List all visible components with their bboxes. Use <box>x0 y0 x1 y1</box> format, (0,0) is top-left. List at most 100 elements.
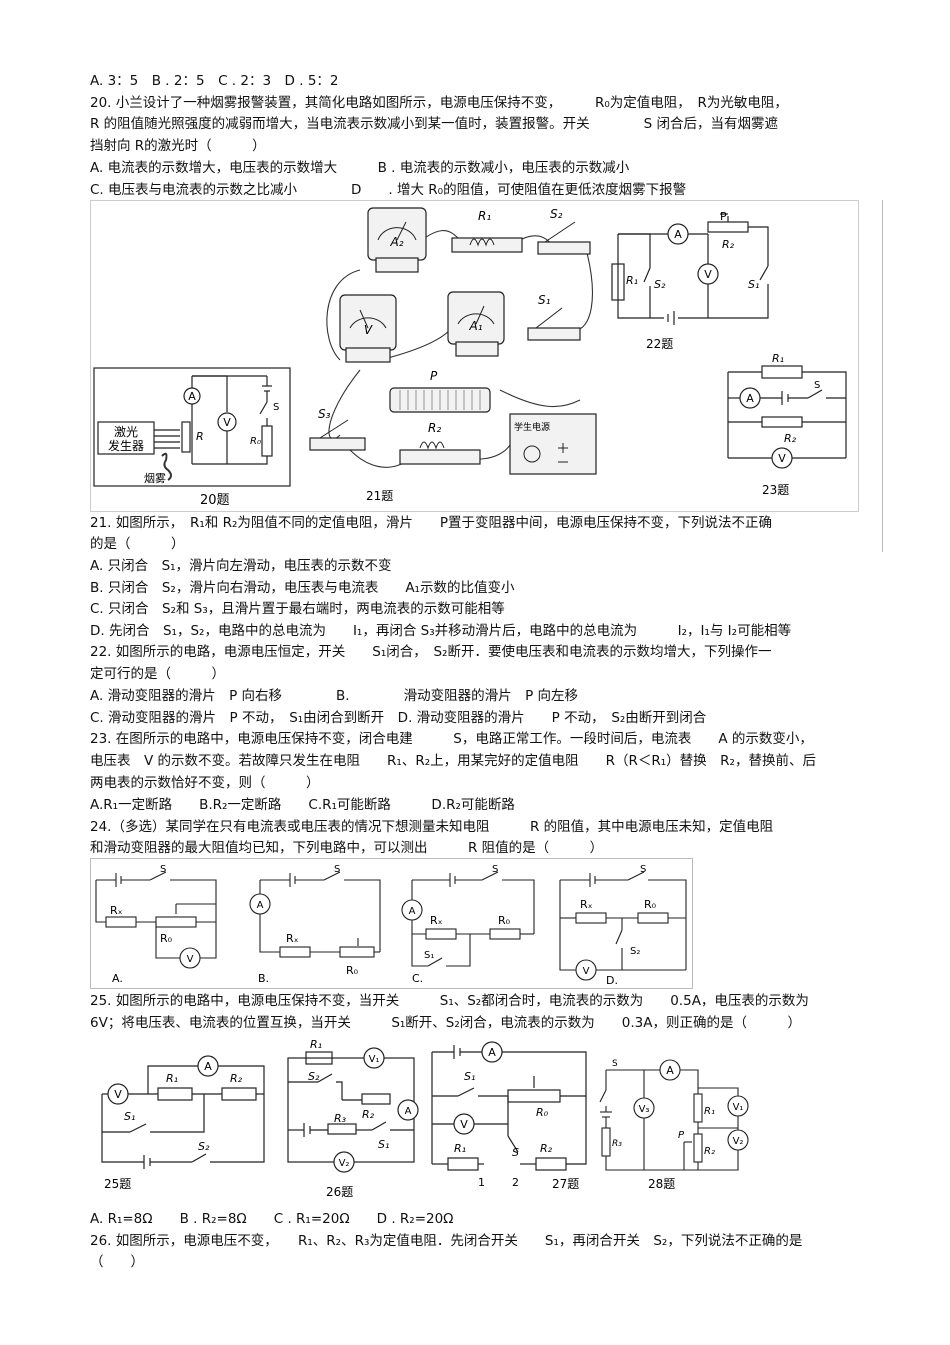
fig27-s-label: S <box>512 1146 519 1159</box>
fig21-r2-label: R₂ <box>428 421 441 435</box>
fig25-r2-label: R₂ <box>230 1072 243 1085</box>
q21-option-a: A. 只闭合 S₁，滑片向左滑动，电压表的示数不变 <box>90 558 392 574</box>
q21-option-d: D. 先闭合 S₁，S₂，电路中的总电流为 I₁，再闭合 S₃并移动滑片后，电路… <box>90 623 792 639</box>
fig21-a2-label: A₂ <box>389 235 403 249</box>
fig20-smoke-label: 烟雾 <box>144 471 166 485</box>
fig23-r1-label: R₁ <box>772 352 784 365</box>
fig28-r2-label: R₂ <box>704 1146 715 1157</box>
fig26-r1-label: R₁ <box>310 1038 322 1051</box>
fig24b-ammeter-label: A <box>257 900 264 911</box>
fig24d-r0-label: R₀ <box>644 898 657 911</box>
fig27-voltmeter-label: V <box>460 1118 468 1131</box>
right-margin-line <box>882 200 883 552</box>
fig24d-voltmeter-label: V <box>583 966 590 977</box>
fig24a-r0-label: R₀ <box>160 932 173 945</box>
fig20-r0-label: R₀ <box>250 436 261 447</box>
fig21-caption: 21题 <box>366 489 393 503</box>
fig28-v2-label: V₂ <box>733 1136 744 1147</box>
q22-option-ab: A. 滑动变阻器的滑片 P 向右移 B. 滑动变阻器的滑片 P 向左移 <box>90 688 578 704</box>
q21-text-2: 的是（ ） <box>90 536 185 552</box>
fig22-voltmeter-label: V <box>704 268 712 281</box>
fig24b-switch-label: S <box>334 864 340 875</box>
fig24d-option-label: D. <box>606 974 618 987</box>
fig24d-s2-label: S₂ <box>630 946 640 957</box>
fig25-caption: 25题 <box>104 1177 131 1191</box>
fig24c-ammeter-label: A <box>409 906 416 917</box>
fig26-r3-label: R₃ <box>334 1112 347 1125</box>
q22-text-1: 22. 如图所示的电路，电源电压恒定，开关 S₁闭合， S₂断开．要使电压表和电… <box>90 644 772 660</box>
fig20-ammeter-label: A <box>188 390 196 403</box>
q20-option-ab: A. 电流表的示数增大，电压表的示数增大 B . 电流表的示数减小，电压表的示数… <box>90 160 630 176</box>
fig28-switch-label: S <box>612 1059 618 1069</box>
q23-text-3: 两电表的示数恰好不变，则（ ） <box>90 775 320 791</box>
q19-options: A. 3：5 B . 2：5 C . 2：3 D . 5：2 <box>90 73 339 89</box>
fig23-ammeter-label: A <box>746 392 754 405</box>
q21-text-1: 21. 如图所示， R₁和 R₂为阻值不同的定值电阻，滑片 P置于变阻器中间，电… <box>90 515 773 531</box>
figure-24: Rₓ R₀ S V A. A Rₓ R₀ S B. <box>90 858 693 989</box>
q21-option-b: B. 只闭合 S₂，滑片向右滑动，电压表与电流表 A₁示数的比值变小 <box>90 580 515 596</box>
fig22-caption: 22题 <box>646 337 673 351</box>
figure-25: V A R₁ R₂ S₁ S₂ 25题 <box>101 1055 265 1191</box>
fig26-s2-label: S₂ <box>308 1070 320 1083</box>
fig24c-rx-label: Rₓ <box>430 914 443 927</box>
q20-option-cd: C. 电压表与电流表的示数之比减小 D . 增大 R₀的阻值，可使阻值在更低浓度… <box>90 182 687 198</box>
fig26-s1-label: S₁ <box>378 1138 389 1151</box>
q23-text-1: 23. 在图所示的电路中，电源电压保持不变，闭合电建 S，电路正常工作。一段时间… <box>90 731 813 747</box>
fig24d-switch-label: S <box>640 864 646 875</box>
q22-option-cd: C. 滑动变阻器的滑片 P 不动， S₁由闭合到断开 D. 滑动变阻器的滑片 P… <box>90 710 707 726</box>
fig22-p-label: P <box>720 210 727 223</box>
fig25-s1-label: S₁ <box>124 1110 135 1123</box>
q23-options: A.R₁一定断路 B.R₂一定断路 C.R₁可能断路 D.R₂可能断路 <box>90 797 515 813</box>
fig23-r2-label: R₂ <box>784 432 797 445</box>
q23-text-2: 电压表 V 的示数不变。若故障只发生在电阻 R₁、R₂上，用某完好的定值电阻 R… <box>90 753 816 769</box>
fig27-r0-label: R₀ <box>536 1106 549 1119</box>
fig21-s1-label: S₁ <box>538 293 551 307</box>
fig24a-rx-label: Rₓ <box>110 904 123 917</box>
fig24c-option-label: C. <box>412 972 423 985</box>
fig22-r2-label: R₂ <box>722 238 735 251</box>
fig26-ammeter-label: A <box>405 1106 412 1117</box>
fig28-r1-label: R₁ <box>704 1106 715 1117</box>
fig27-ammeter-label: A <box>488 1046 496 1059</box>
fig23-caption: 23题 <box>762 483 789 497</box>
fig20-generator-label: 发生器 <box>108 438 144 453</box>
figure-21: A₂ V A₁ R₁ S₂ S₁ P S₃ R₂ 学生电源 21题 <box>309 207 597 503</box>
fig24b-r0-label: R₀ <box>346 964 359 977</box>
fig27-node2-label: 2 <box>512 1176 519 1189</box>
q26-text-1: 26. 如图所示，电源电压不变， R₁、R₂、R₃为定值电阻．先闭合开关 S₁，… <box>90 1233 803 1249</box>
q20-text-1: 20. 小兰设计了一种烟雾报警装置，其简化电路如图所示，电源电压保持不变， R₀… <box>90 95 788 111</box>
fig28-v3-label: V₃ <box>639 1104 650 1115</box>
fig25-voltmeter-label: V <box>114 1088 122 1101</box>
q20-text-3: 挡射向 R的激光时（ ） <box>90 138 266 154</box>
fig24c-switch-label: S <box>492 864 498 875</box>
fig21-supply-label: 学生电源 <box>514 421 550 433</box>
fig20-laser-label: 激光 <box>114 425 138 439</box>
q26-text-2: （ ） <box>90 1254 144 1270</box>
fig28-v1-label: V₁ <box>733 1102 744 1113</box>
fig20-switch-label: S <box>273 402 279 413</box>
q24-text-2: 和滑动变阻器的最大阻值均已知，下列电路中，可以测出 R 阻值的是（ ） <box>90 840 604 856</box>
figure-27: A S₁ R₀ V S R₁ R₂ 1 2 27题 <box>431 1041 587 1191</box>
fig20-r-label: R <box>196 430 204 443</box>
fig21-s3-label: S₃ <box>318 407 331 421</box>
fig21-v-label: V <box>364 323 373 337</box>
fig27-s1-label: S₁ <box>464 1070 475 1083</box>
fig28-r3-label: R₃ <box>612 1139 622 1149</box>
smoke-icon <box>161 452 172 481</box>
fig24a-option-label: A. <box>112 972 123 985</box>
fig24b-option-label: B. <box>258 972 269 985</box>
fig24d-rx-label: Rₓ <box>580 898 593 911</box>
fig21-r1-label: R₁ <box>478 209 491 223</box>
q21-option-c: C. 只闭合 S₂和 S₃，且滑片置于最右端时，两电流表的示数可能相等 <box>90 601 505 617</box>
fig23-switch-label: S <box>814 380 820 391</box>
fig21-a1-label: A₁ <box>468 319 482 333</box>
fig21-s2-label: S₂ <box>550 207 563 221</box>
q25-options: A. R₁=8Ω B . R₂=8Ω C . R₁=20Ω D . R₂=20Ω <box>90 1211 454 1227</box>
fig22-r1-label: R₁ <box>626 274 638 287</box>
fig27-r1-label: R₁ <box>454 1142 466 1155</box>
fig25-s2-label: S₂ <box>198 1140 210 1153</box>
fig27-caption: 27题 <box>552 1177 579 1191</box>
fig22-s2-label: S₂ <box>654 278 666 291</box>
fig23-voltmeter-label: V <box>778 452 786 465</box>
